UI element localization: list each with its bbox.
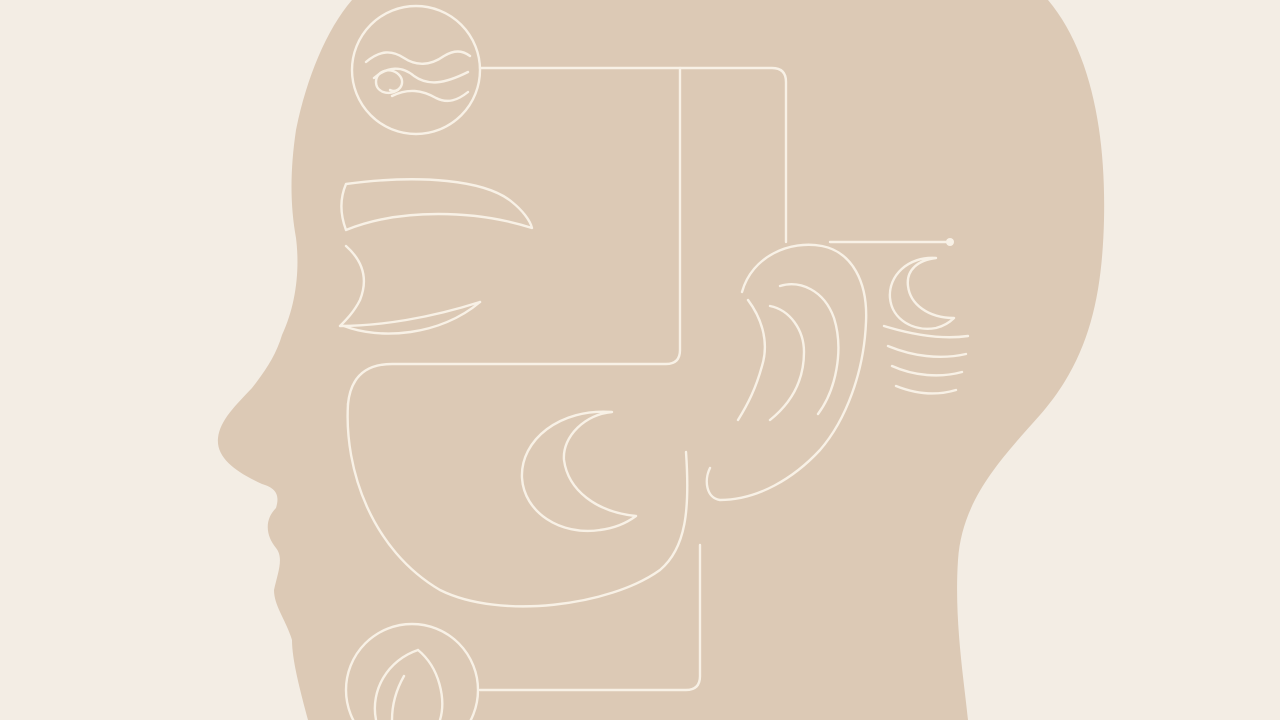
ear-icon (705, 243, 868, 502)
connector-lines (346, 66, 954, 692)
eyebrow-icon (340, 178, 534, 232)
sound-waves-icon (882, 256, 970, 395)
crescent-moon-icon (520, 410, 638, 533)
leaf-icon (344, 622, 480, 720)
wind-icon (350, 4, 482, 136)
eye-icon (338, 244, 482, 335)
connector-wind-to-ear (478, 66, 788, 244)
connector-vertical-mid (346, 66, 682, 406)
small-crescent-moon-icon (888, 256, 956, 330)
cheek-outline (346, 402, 689, 608)
connector-leaf-to-mouth (478, 543, 702, 692)
connector-dot (946, 238, 954, 246)
